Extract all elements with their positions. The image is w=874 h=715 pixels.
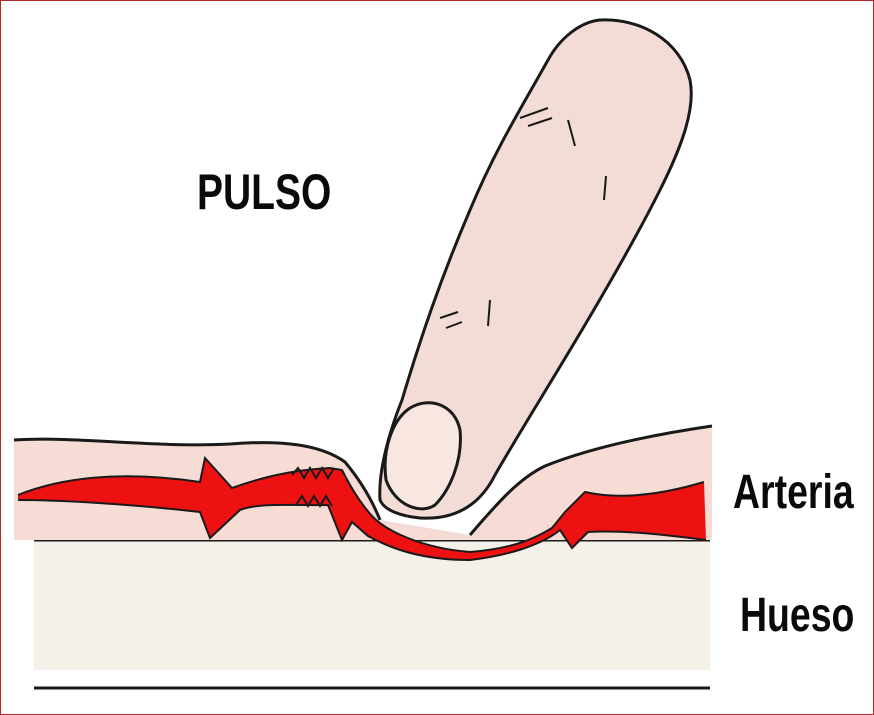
- artery-label: Arteria: [733, 465, 854, 520]
- bone-layer: [34, 540, 710, 688]
- bone-label: Hueso: [740, 588, 854, 643]
- diagram-title: PULSO: [197, 163, 331, 221]
